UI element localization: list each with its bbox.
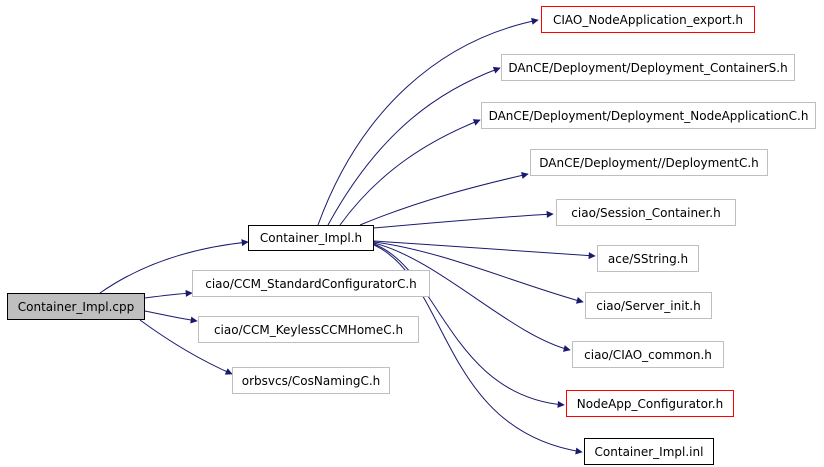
edge-h-to-configurator: [373, 243, 565, 408]
node-deployment-nodeappc[interactable]: DAnCE/Deployment/Deployment_NodeApplicat…: [481, 102, 816, 129]
node-deployment-containers[interactable]: DAnCE/Deployment/Deployment_ContainerS.h: [501, 54, 795, 81]
edge-h-to-inl: [373, 244, 583, 455]
node-nodeapp-export[interactable]: CIAO_NodeApplication_export.h: [541, 6, 755, 33]
node-deploymentc[interactable]: DAnCE/Deployment//DeploymentC.h: [530, 149, 768, 176]
edge-h-to-nodeappc: [339, 119, 481, 226]
edge-cpp-to-cosnaming: [139, 319, 233, 375]
edge-h-to-deploymentc: [359, 171, 529, 226]
node-ccm-keyless-home[interactable]: ciao/CCM_KeylessCCMHomeC.h: [198, 316, 419, 343]
edge-h-to-session: [373, 210, 554, 229]
node-cosnaming[interactable]: orbsvcs/CosNamingC.h: [232, 367, 390, 394]
edge-h-to-ciaocommon: [373, 242, 571, 352]
node-server-init[interactable]: ciao/Server_init.h: [585, 292, 712, 319]
edge-cpp-to-keyless-home: [144, 310, 198, 324]
edge-h-to-serverinit: [373, 241, 584, 304]
node-nodeapp-configurator[interactable]: NodeApp_Configurator.h: [566, 390, 734, 417]
node-ciao-common[interactable]: ciao/CIAO_common.h: [572, 341, 724, 368]
edge-h-to-sstring: [373, 240, 596, 260]
node-container-impl-inl[interactable]: Container_Impl.inl: [584, 438, 714, 465]
node-container-impl-h[interactable]: Container_Impl.h: [248, 225, 374, 251]
node-session-container[interactable]: ciao/Session_Container.h: [556, 199, 736, 226]
node-container-impl-cpp[interactable]: Container_Impl.cpp: [7, 293, 145, 320]
edge-h-to-containers: [327, 66, 501, 226]
edge-cpp-to-h: [99, 239, 249, 294]
edge-cpp-to-standard-configurator: [144, 289, 193, 299]
node-ccm-standard-configurator[interactable]: ciao/CCM_StandardConfiguratorC.h: [192, 270, 430, 297]
node-sstring[interactable]: ace/SString.h: [597, 245, 699, 272]
edge-h-to-export: [317, 17, 539, 226]
